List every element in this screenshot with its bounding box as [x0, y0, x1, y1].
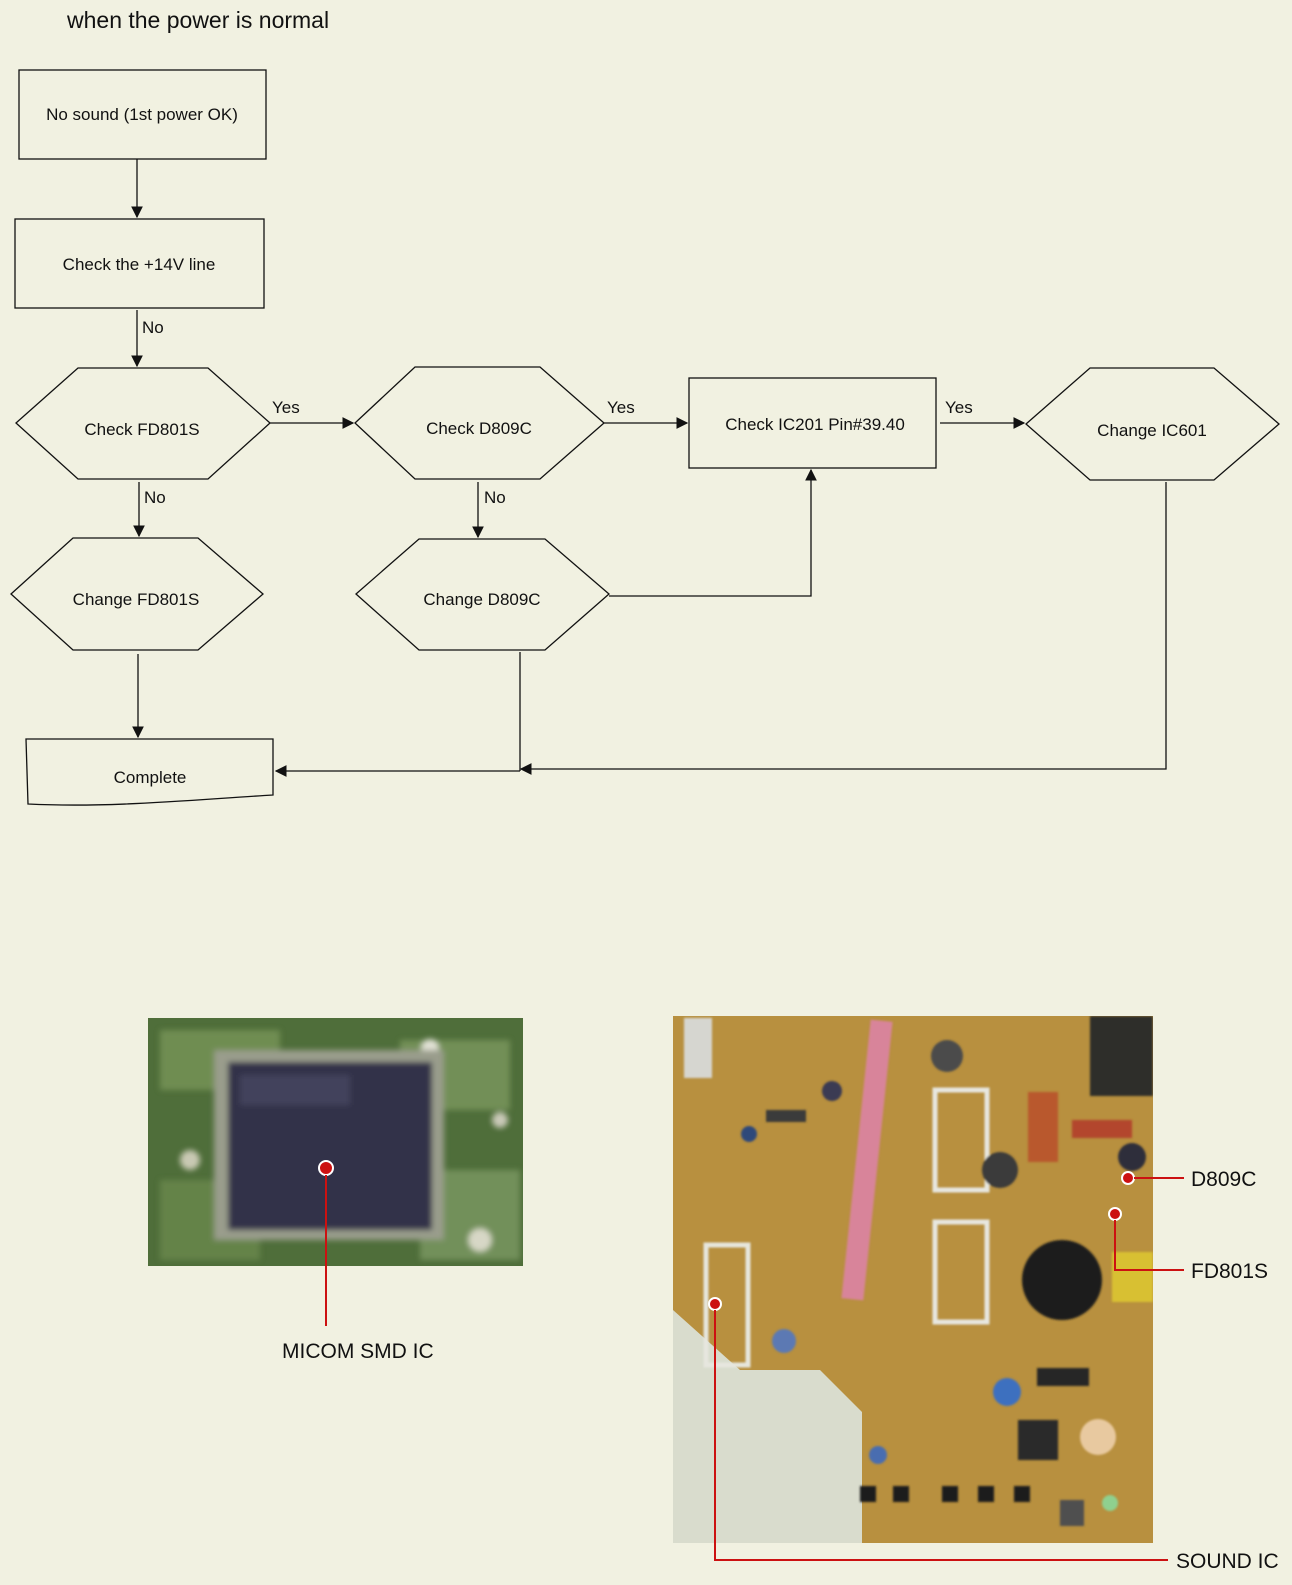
fd801s-callout-line: [1114, 1220, 1184, 1271]
edge-change-ic601-to-complete: [519, 482, 1167, 775]
node-change-fd801s-shape: [10, 537, 264, 651]
edge-label-fd801s-no: No: [144, 488, 166, 507]
edge-label-fd801s-yes: Yes: [272, 398, 300, 417]
node-change-d809c-shape: [355, 538, 610, 651]
node-complete-shape: [25, 738, 274, 806]
micom-photo: MICOM SMD IC: [148, 1018, 523, 1363]
fd801s-callout-dot: [1108, 1207, 1122, 1221]
diagram-title: when the power is normal: [66, 7, 329, 33]
edge-label-d809c-yes: Yes: [607, 398, 635, 417]
micom-label: MICOM SMD IC: [282, 1340, 434, 1363]
node-change-fd801s-label: Change FD801S: [73, 590, 200, 609]
edge-label-14v-no: No: [142, 318, 164, 337]
d809c-callout-dot: [1121, 1171, 1135, 1185]
d809c-label: D809C: [1191, 1168, 1256, 1191]
node-change-d809c-label: Change D809C: [423, 590, 540, 609]
fd801s-label: FD801S: [1191, 1260, 1268, 1283]
node-check-d809c-label: Check D809C: [426, 419, 532, 438]
node-check-ic201-label: Check IC201 Pin#39.40: [725, 415, 905, 434]
sound-ic-callout-line: [714, 1310, 1168, 1561]
node-start-box: [18, 69, 267, 160]
node-check-14v-box: [14, 218, 265, 309]
edge-label-ic201-yes: Yes: [945, 398, 973, 417]
node-complete-label: Complete: [114, 768, 187, 787]
node-change-ic601-label: Change IC601: [1097, 421, 1207, 440]
edge-label-d809c-no: No: [484, 488, 506, 507]
sound-ic-label: SOUND IC: [1176, 1550, 1279, 1573]
node-change-ic601-shape: [1025, 367, 1280, 481]
edge-change-d809c-to-ic201: [609, 468, 817, 597]
node-check-ic201-box: [688, 377, 937, 469]
node-start-label: No sound (1st power OK): [46, 105, 238, 124]
pcb-photo: D809C FD801S SOUND IC: [673, 1016, 1279, 1573]
sound-ic-callout-dot: [708, 1297, 722, 1311]
node-check-14v-label: Check the +14V line: [63, 255, 216, 274]
node-check-fd801s-label: Check FD801S: [84, 420, 199, 439]
micom-callout-dot: [318, 1160, 334, 1176]
flowchart: [10, 69, 1280, 806]
